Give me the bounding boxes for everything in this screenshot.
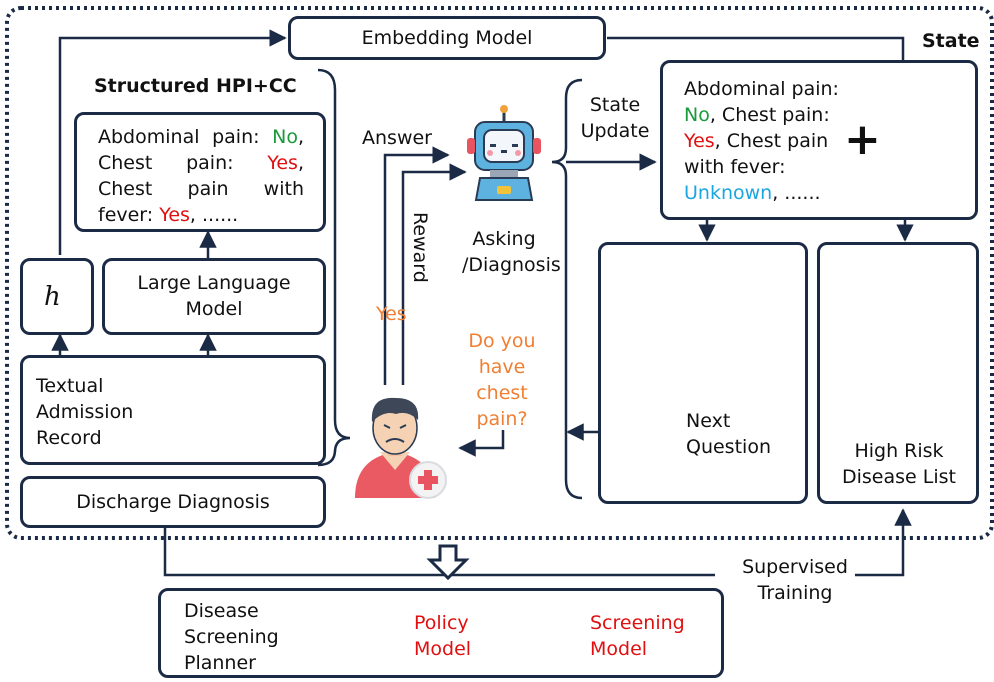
yes-answer-label: Yes xyxy=(376,303,407,325)
llm-label: Large Language Model xyxy=(137,272,291,320)
policy-model-box xyxy=(598,242,808,504)
hpi-text: Abdominal pain: No, Chest pain: Yes, Che… xyxy=(98,126,304,226)
plus-sign: + xyxy=(844,114,881,165)
high-risk-label: High Risk Disease List xyxy=(842,440,956,488)
h-box xyxy=(20,258,94,335)
hollow-down-arrow xyxy=(426,544,470,581)
planner-box xyxy=(158,588,724,678)
screening-model-label: Screening Model xyxy=(590,612,685,660)
screening-model-box xyxy=(817,242,979,504)
embedding-model-box xyxy=(288,16,606,60)
state-update-label: State Update xyxy=(580,94,650,142)
planner-label: Disease Screening Planner xyxy=(184,600,279,674)
embedding-model-label: Embedding Model xyxy=(361,27,533,49)
outer-dotted-frame xyxy=(5,6,994,540)
discharge-diagnosis-label: Discharge Diagnosis xyxy=(76,491,270,513)
robot-icon xyxy=(467,105,541,201)
next-question-label: Next Question xyxy=(686,410,771,458)
textual-record-label: Textual Admission Record xyxy=(36,375,134,449)
state-brace xyxy=(551,78,583,500)
patient-icon xyxy=(355,397,447,499)
arrow-reward xyxy=(401,163,467,385)
answer-label: Answer xyxy=(362,127,432,149)
arrow-supervised-training xyxy=(855,508,912,577)
arrow-question-to-patient xyxy=(458,430,505,457)
admission-record-box xyxy=(20,355,326,465)
arrow-h-to-embedding xyxy=(58,29,287,255)
policy-model-label: Policy Model xyxy=(414,612,472,660)
supervised-training-label: Supervised Training xyxy=(742,556,848,604)
reward-label: Reward xyxy=(409,212,431,283)
arrow-answer xyxy=(383,146,450,385)
state-box xyxy=(660,60,978,220)
left-brace xyxy=(317,68,351,467)
discharge-diagnosis-box xyxy=(20,476,326,528)
asking-diagnosis-label: Asking /Diagnosis xyxy=(462,228,561,276)
state-text: Abdominal pain: No, Chest pain: Yes, Che… xyxy=(684,78,839,204)
structured-hpi-box xyxy=(74,112,326,232)
question-label: Do you have chest pain? xyxy=(468,330,536,430)
h-symbol: h xyxy=(44,282,61,312)
llm-box xyxy=(102,258,326,335)
line-discharge-to-planner xyxy=(163,528,715,577)
structured-hpi-title: Structured HPI+CC xyxy=(94,75,297,97)
state-title: State xyxy=(922,30,980,52)
